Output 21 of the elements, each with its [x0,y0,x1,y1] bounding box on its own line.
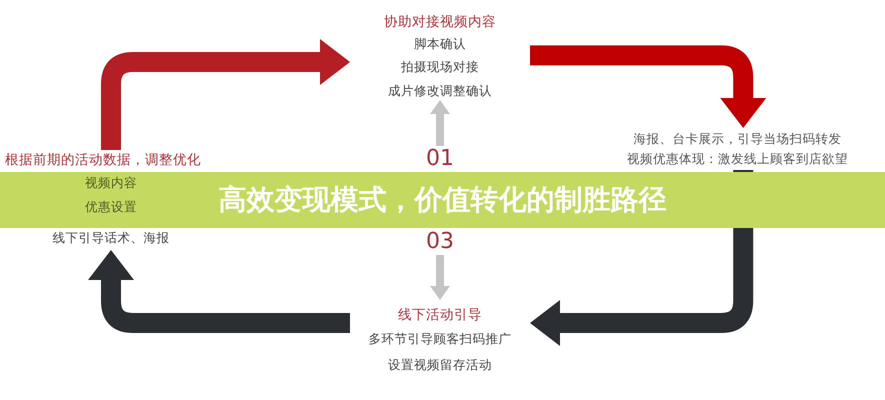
arrow [88,250,350,333]
step-number: 03 [425,229,455,255]
step-heading: 协助对接视频内容 [383,13,497,31]
arrow [430,255,450,300]
step-item: 成片修改调整确认 [387,82,493,100]
step-item: 拍摄现场对接 [400,58,480,76]
step-item: 线下引导话术、海报 [52,229,170,247]
arrow [530,170,754,346]
arrow [430,100,450,146]
step-item: 脚本确认 [413,35,467,53]
arrow [530,45,766,128]
step-item: 设置视频留存活动 [387,356,493,374]
step-heading: 根据前期的活动数据，调整优化 [5,151,202,169]
step-heading: 线下活动引导 [397,306,483,324]
step-item: 优惠设置 [84,198,138,216]
step-item: 视频优惠体现：激发线上顾客到店欲望 [626,150,849,168]
step-item: 多环节引导顾客扫码推广 [368,330,512,348]
step-number: 01 [425,146,455,172]
step-item: 视频内容 [84,174,138,192]
arrow [101,39,350,150]
step-item: 海报、台卡展示，引导当场扫码转发 [632,130,842,148]
